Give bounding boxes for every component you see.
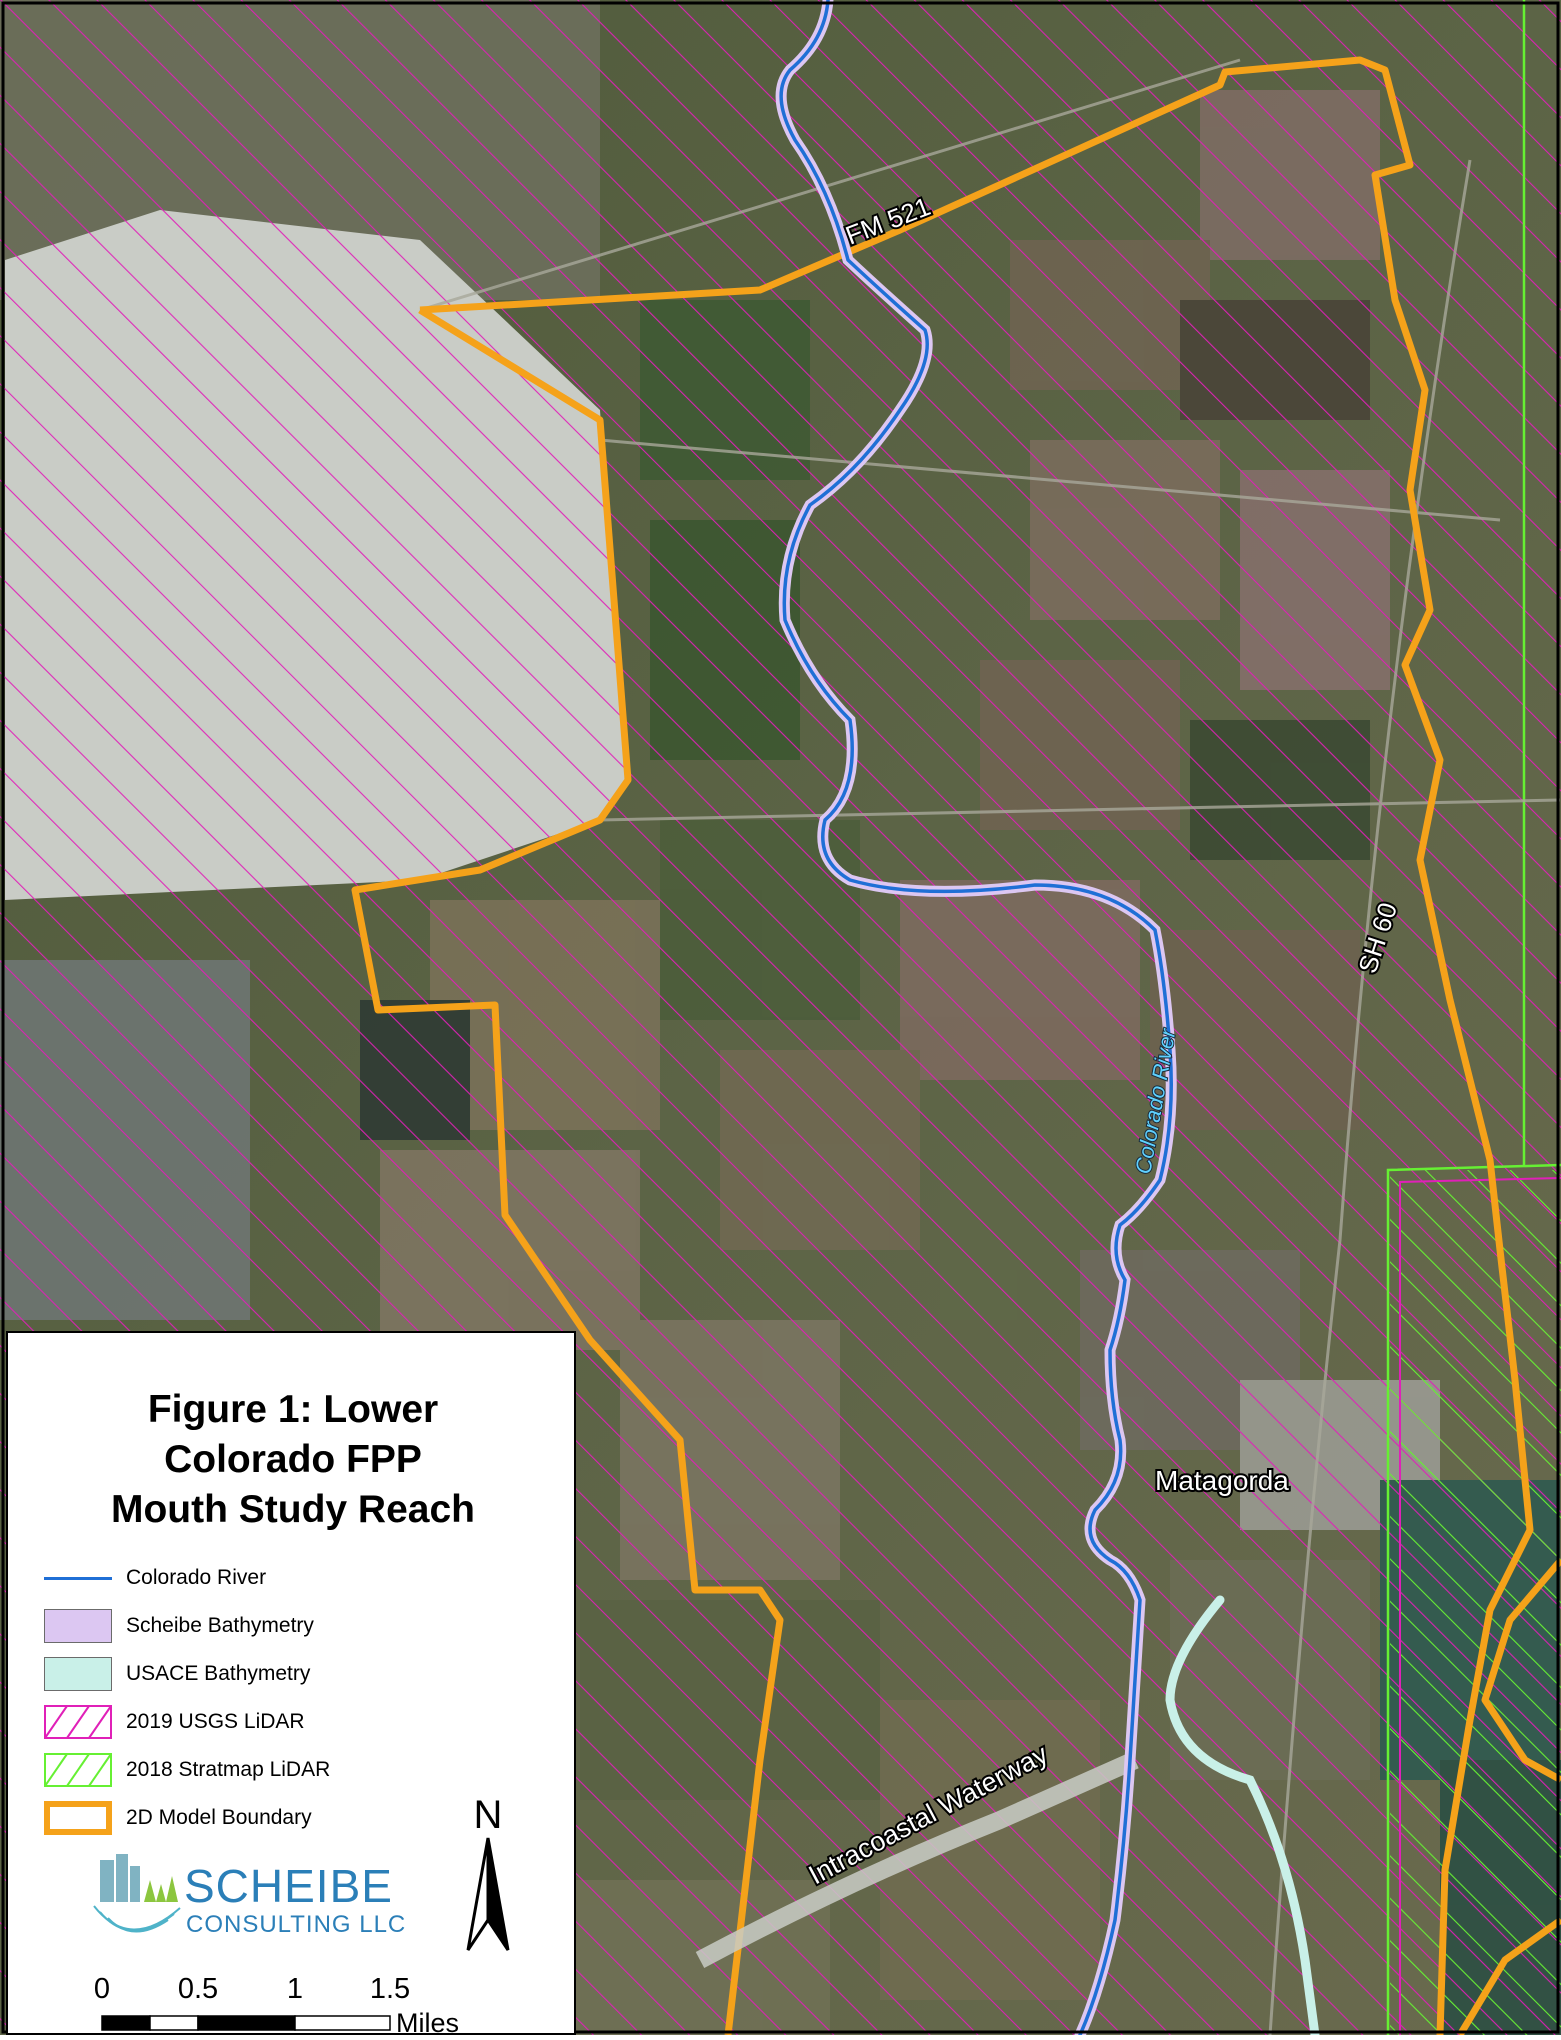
roads: [419, 58, 1561, 2035]
legend-item-label: 2D Model Boundary: [126, 1806, 312, 1829]
scale-tick-0-5: 0.5: [178, 1973, 218, 2005]
north-arrow: N: [466, 1793, 510, 1951]
logo-water-icon: [93, 1905, 181, 1933]
scheibe-fill-swatch-icon: [44, 1609, 112, 1643]
scale-segment-3: [197, 2015, 296, 2031]
legend-item-label: 2018 Stratmap LiDAR: [126, 1758, 331, 1781]
legend-item-label: Colorado River: [126, 1566, 267, 1589]
model-boundary-southeast: [1456, 1917, 1561, 2035]
usgs-hatch-swatch-icon: [44, 1705, 112, 1739]
logo-tree-icon: [144, 1876, 178, 1902]
north-letter: N: [474, 1793, 503, 1837]
legend-title-line-2: Colorado FPP: [164, 1438, 422, 1481]
model-boundary-west: [351, 307, 784, 2035]
north-arrow-icon: [466, 1837, 510, 1951]
river-line-swatch-icon: [44, 1561, 112, 1595]
scale-bar-graphic: 0 0.5 1 1.5 Miles: [94, 1973, 459, 2038]
stratmap-hatch-swatch-icon: [44, 1753, 112, 1787]
scale-tick-1-5: 1.5: [370, 1973, 410, 2005]
model-boundary-east-inner: [1481, 1557, 1561, 1784]
colorado-river-line: [779, 0, 1173, 2035]
scale-bar: 0 0.5 1 1.5 Miles: [70, 1970, 490, 2040]
legend-item-stratmap-lidar: 2018 Stratmap LiDAR: [44, 1750, 330, 1790]
boundary-outline-swatch-icon: [44, 1801, 112, 1835]
model-boundary: [419, 56, 1534, 2035]
scale-segment-4: [294, 2015, 391, 2031]
usace-bathymetry: [1165, 1595, 1320, 2035]
legend-item-usace-bathymetry: USACE Bathymetry: [44, 1654, 310, 1694]
logo-building-icon: [100, 1854, 140, 1902]
scale-unit: Miles: [396, 2008, 459, 2035]
scale-tick-1: 1: [287, 1973, 303, 2005]
intracoastal-waterway: [695, 1751, 1139, 1968]
usace-fill-swatch-icon: [44, 1657, 112, 1691]
scale-segment-2: [149, 2015, 199, 2031]
label-matagorda: Matagorda: [1155, 1465, 1289, 1496]
legend-item-colorado-river: Colorado River: [44, 1558, 266, 1598]
stratmap-lidar-area: [1386, 0, 1561, 2035]
legend-item-label: USACE Bathymetry: [126, 1662, 311, 1685]
legend-title-line-1: Figure 1: Lower: [147, 1388, 439, 1431]
legend-title-line-3: Mouth Study Reach: [110, 1488, 475, 1531]
legend-item-label: 2019 USGS LiDAR: [126, 1710, 305, 1733]
logo-subtitle: CONSULTING LLC: [186, 1911, 406, 1938]
legend-item-model-boundary: 2D Model Boundary: [44, 1798, 312, 1838]
legend-item-scheibe-bathymetry: Scheibe Bathymetry: [44, 1606, 314, 1646]
legend-item-label: Scheibe Bathymetry: [126, 1614, 314, 1637]
scheibe-consulting-logo: SCHEIBE CONSULTING LLC: [93, 1854, 406, 1938]
legend-title: Figure 1: Lower Colorado FPP Mouth Study…: [8, 1385, 578, 1535]
scale-segment-1: [101, 2015, 151, 2031]
legend-item-usgs-lidar: 2019 USGS LiDAR: [44, 1702, 305, 1742]
logo-name: SCHEIBE: [184, 1860, 393, 1912]
scale-tick-0: 0: [94, 1973, 110, 2005]
